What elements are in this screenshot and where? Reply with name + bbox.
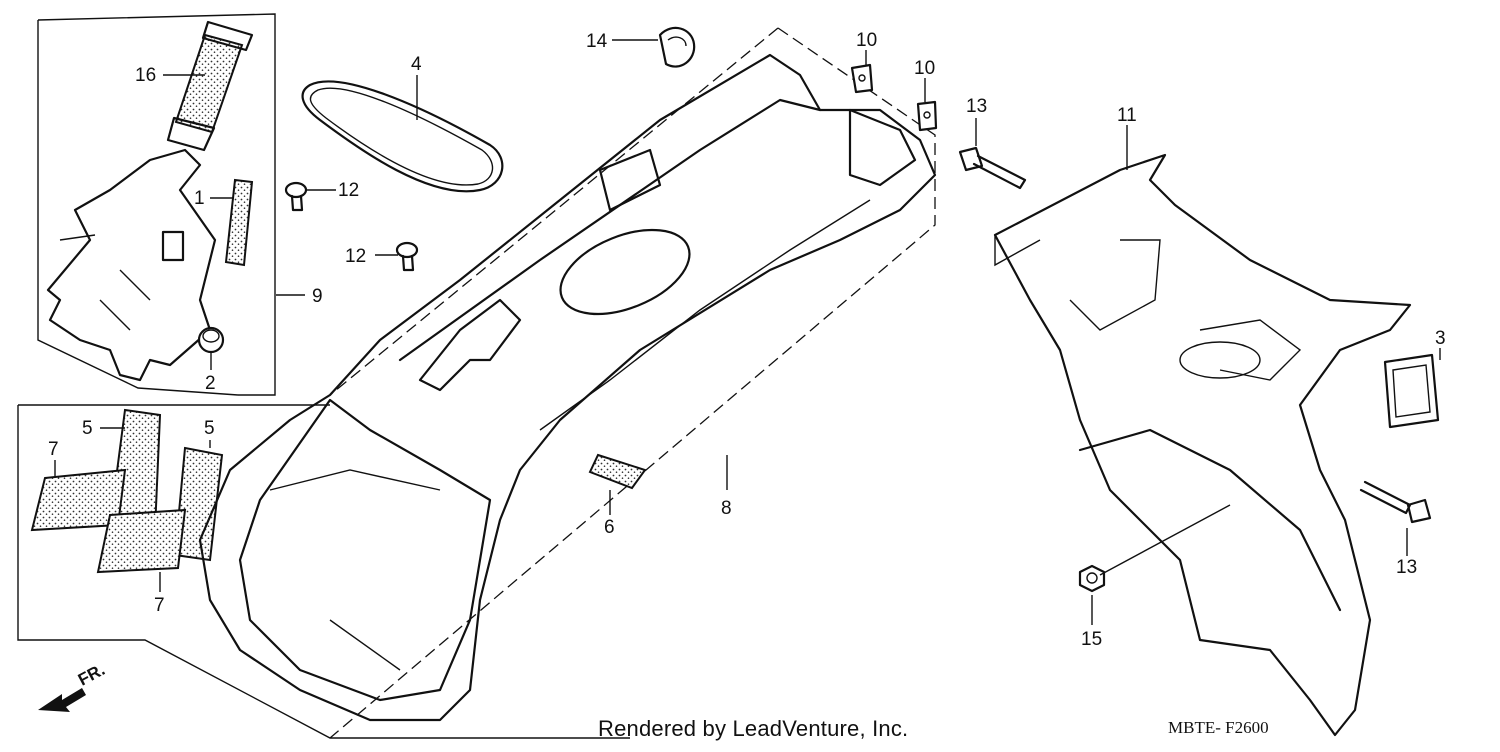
bolt-13b [1359, 480, 1432, 524]
callouts: 16 1 9 2 4 12 12 14 10 10 13 11 3 13 15 … [48, 30, 1446, 650]
battery-holder-group [37, 13, 276, 396]
front-direction-arrow: FR. [38, 660, 108, 712]
rear-mudguard-11 [993, 153, 1412, 737]
callout-10b: 10 [914, 58, 935, 79]
callout-7b: 7 [154, 595, 165, 616]
callout-12a: 12 [338, 180, 359, 201]
callout-4: 4 [411, 54, 422, 75]
callout-5a: 5 [82, 418, 93, 439]
callout-5b: 5 [204, 418, 215, 439]
grommet-2 [197, 326, 225, 354]
rubber-pad-1 [224, 178, 254, 267]
battery-holder-9 [46, 148, 217, 382]
front-arrow-label: FR. [75, 660, 108, 690]
callout-9: 9 [312, 286, 323, 307]
callout-10a: 10 [856, 30, 877, 51]
clip-14 [658, 26, 696, 68]
pad-group [17, 404, 630, 739]
pad-7b [96, 508, 187, 574]
callout-16: 16 [135, 65, 156, 86]
callout-12b: 12 [345, 246, 366, 267]
leader-lines [54, 39, 1441, 625]
callout-13a: 13 [966, 96, 987, 117]
holder-clip [161, 230, 185, 262]
callout-2: 2 [205, 373, 216, 394]
callout-11: 11 [1117, 105, 1137, 126]
callout-13b: 13 [1396, 557, 1417, 578]
diagram-code: MBTE- F2600 [1168, 718, 1269, 737]
clip-nut-10a [850, 63, 874, 94]
fender-box [329, 27, 936, 739]
callout-15: 15 [1081, 629, 1102, 650]
fender-box-top [329, 27, 779, 396]
reflector-3 [1383, 353, 1440, 429]
screw-12a [284, 181, 308, 212]
rear-fender-8 [198, 53, 937, 722]
screw-12b [395, 241, 419, 272]
pad-6 [588, 453, 647, 490]
callout-8: 8 [721, 498, 732, 519]
callout-1: 1 [194, 188, 205, 209]
callout-3: 3 [1435, 328, 1446, 349]
seal-4 [301, 80, 504, 193]
bolt-13a [958, 146, 1027, 190]
callout-7a: 7 [48, 439, 59, 460]
callout-14: 14 [586, 31, 608, 52]
battery-strap-16 [174, 33, 244, 134]
callout-6: 6 [604, 517, 615, 538]
nut-15 [1078, 564, 1106, 593]
clip-nut-10b [916, 100, 938, 132]
credit-text: Rendered by LeadVenture, Inc. [598, 716, 909, 741]
